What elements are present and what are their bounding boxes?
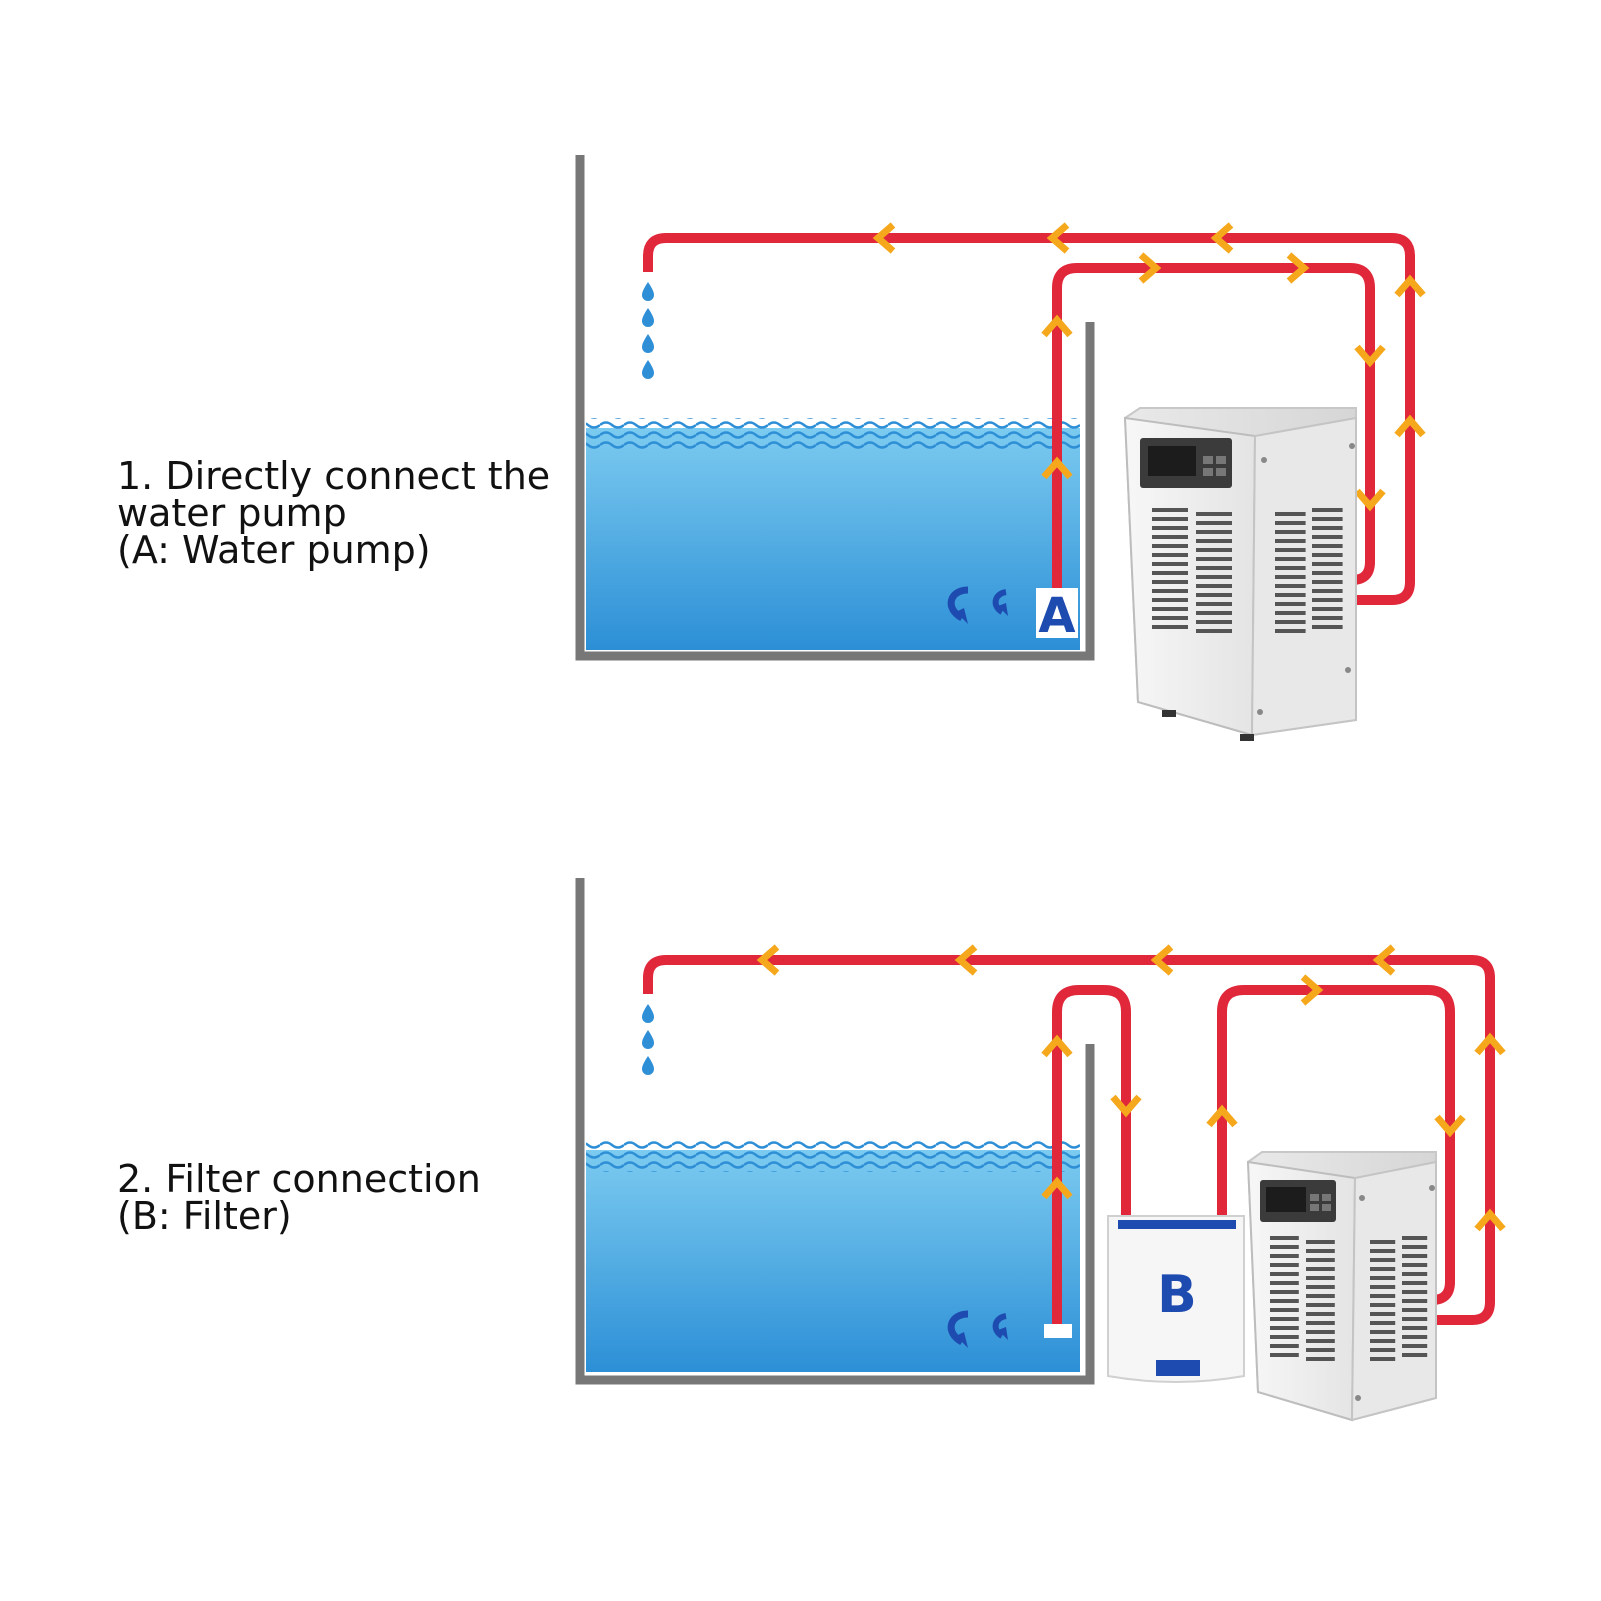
caption-line: water pump	[117, 491, 347, 535]
chiller-unit	[1123, 407, 1357, 741]
pump-inlet	[1044, 1324, 1072, 1338]
water-surface-waves	[586, 1140, 1080, 1172]
tank-water	[586, 428, 1080, 650]
caption-line: (A: Water pump)	[117, 528, 431, 572]
filter-b: B	[1107, 1215, 1245, 1383]
water-drop-icon	[642, 1004, 654, 1075]
pipe-return	[643, 955, 1495, 1325]
caption-direct-connection: 1. Directly connect the water pump (A: W…	[117, 454, 551, 572]
pipe-return	[643, 233, 1415, 605]
chiller-unit	[1246, 1151, 1437, 1422]
diagram-direct-connection: A	[575, 155, 1423, 741]
caption-filter-connection: 2. Filter connection (B: Filter)	[117, 1157, 481, 1238]
diagram-filter-connection: B	[575, 878, 1503, 1422]
water-pump-a: A	[1036, 588, 1078, 644]
filter-label: B	[1157, 1265, 1197, 1325]
caption-line: 2. Filter connection	[117, 1157, 481, 1201]
caption-line: 1. Directly connect the	[117, 454, 551, 498]
tank-wall	[575, 155, 1095, 661]
pipe-pump-to-filter	[1052, 985, 1131, 1324]
pipe-supply	[1052, 263, 1375, 598]
pipe-filter-to-chiller	[1217, 985, 1455, 1305]
tank-water	[586, 1150, 1080, 1372]
water-drop-icon	[642, 282, 654, 379]
water-surface-waves	[586, 418, 1080, 450]
caption-line: (B: Filter)	[117, 1194, 292, 1238]
tank-wall	[575, 878, 1095, 1385]
pump-label: A	[1038, 588, 1075, 644]
